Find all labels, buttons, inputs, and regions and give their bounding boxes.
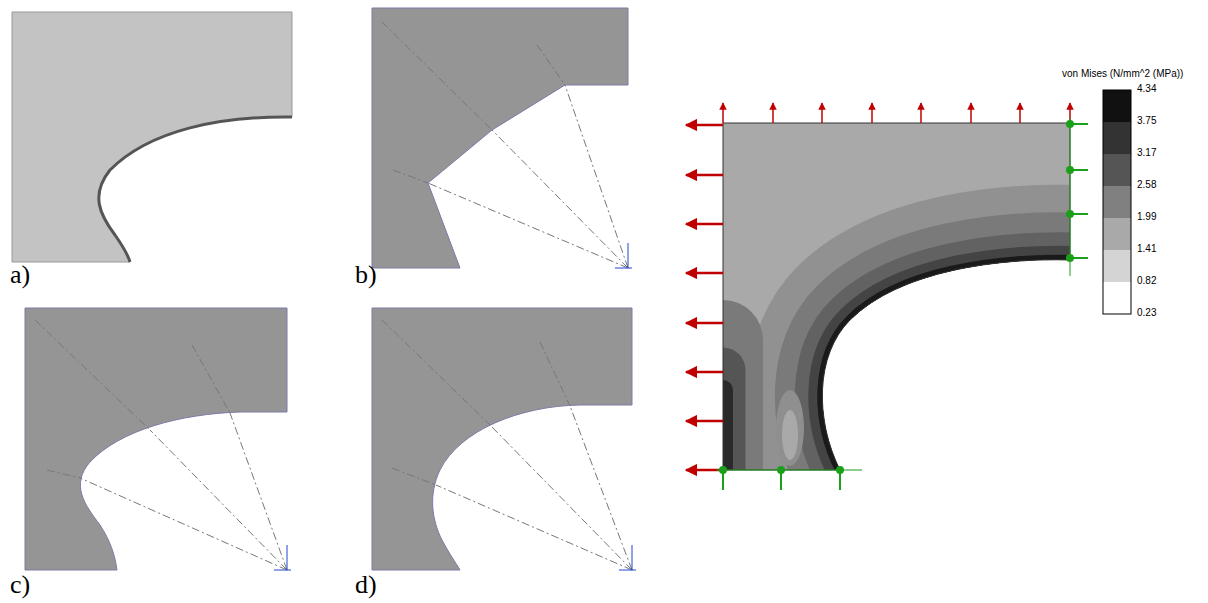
scale-value: 2.58	[1137, 180, 1156, 190]
shape-a	[12, 12, 292, 262]
scale-value: 1.41	[1137, 244, 1156, 254]
construction-lines	[382, 320, 632, 570]
scale-value: 3.17	[1137, 148, 1156, 158]
scale-value: 1.99	[1137, 212, 1156, 222]
construction-lines	[382, 22, 628, 268]
axis-c	[274, 545, 291, 570]
load-arrows	[686, 103, 1070, 470]
shape-b	[372, 8, 628, 268]
model-outline	[723, 123, 1070, 470]
panel-label: b)	[355, 262, 377, 288]
construction-lines	[35, 320, 287, 570]
fixtures	[716, 118, 1088, 490]
panel-label: a)	[10, 262, 30, 288]
scale-value: 4.34	[1137, 84, 1156, 94]
axis-b	[615, 243, 632, 268]
scale-title: von Mises (N/mm^2 (MPa))	[1062, 69, 1183, 79]
color-bar	[1103, 90, 1131, 314]
scale-value: 3.75	[1137, 116, 1156, 126]
panel-label: d)	[355, 572, 377, 598]
shape-d	[372, 308, 632, 570]
axis-d	[619, 545, 636, 570]
shape-c	[25, 308, 287, 570]
panel-label: c)	[10, 572, 30, 598]
scale-value: 0.23	[1137, 308, 1156, 318]
scale-value: 0.82	[1137, 276, 1156, 286]
edge-a	[99, 117, 292, 262]
stress-contour	[723, 123, 1075, 480]
